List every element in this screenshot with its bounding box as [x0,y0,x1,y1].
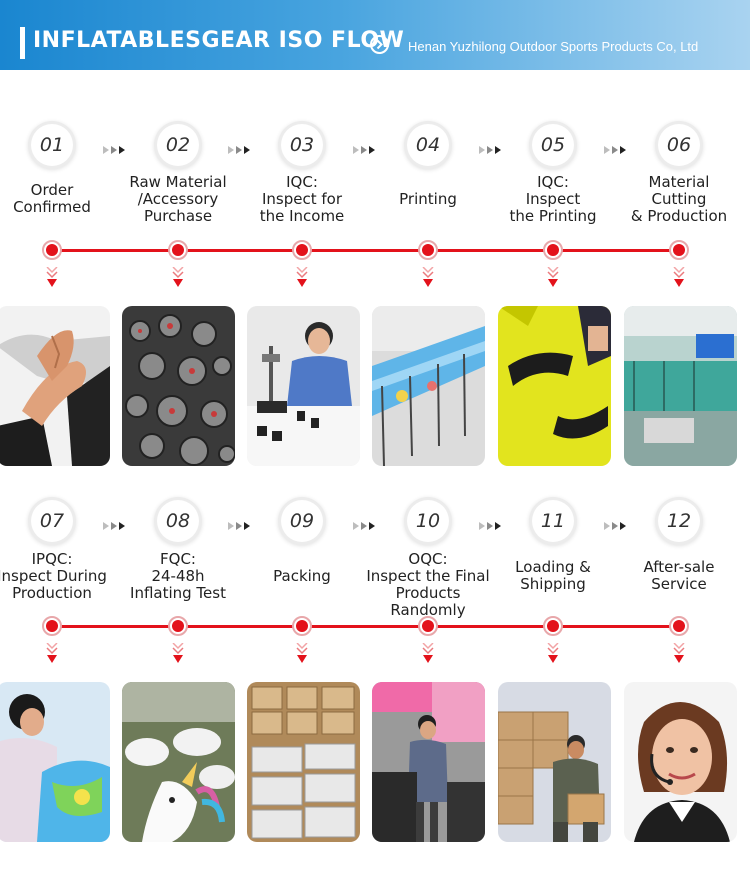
triple-arrow-icon [604,140,630,154]
step-photo-inspection [247,306,360,466]
step-number-badge: 06 [658,124,700,166]
triple-arrow-icon [228,140,254,154]
timeline-dot [292,240,312,260]
step-label: Order Confirmed [13,181,91,216]
arrow-down-icon [296,266,308,289]
triple-arrow-icon [353,516,379,530]
step-label: Loading & Shipping [515,558,591,593]
step-label: Printing [399,189,457,208]
triple-arrow-icon [478,516,505,530]
arrow-down-icon [46,266,58,289]
timeline-dot [42,616,62,636]
timeline-dot [42,240,62,260]
step-number-badge: 09 [281,500,323,542]
company-name: Henan Yuzhilong Outdoor Sports Products … [408,39,699,54]
step-label: IQC: Inspect the Printing [509,172,597,225]
step-label: FQC: 24-48h Inflating Test [130,549,226,602]
arrow-down-icon [172,642,184,665]
arrow-down-icon [172,266,184,289]
timeline-line-row2 [52,625,679,628]
step-label: OQC: Inspect the Final Products Randomly [366,549,490,619]
step-number-badge: 01 [31,124,73,166]
step-number-badge: 08 [157,500,199,542]
step-label: Material Cutting & Production [630,172,728,225]
timeline-dot [418,616,438,636]
timeline-dot [292,616,312,636]
step-photo-printing [372,306,485,466]
step-label: After-sale Service [643,558,715,593]
timeline-dot [543,240,563,260]
step-label: IQC: Inspect for the Income [259,172,345,225]
step-label: Packing [273,566,331,585]
arrow-down-icon [46,642,58,665]
arrow-down-icon [547,642,559,665]
timeline-line-row1 [52,249,679,252]
step-photo-loading [498,682,611,842]
timeline-dot [168,240,188,260]
step-number-badge: 07 [31,500,73,542]
step-number-badge: 10 [407,500,449,542]
triple-arrow-icon [103,516,129,530]
triple-arrow-icon [353,140,379,154]
step-photo-factory [624,306,737,466]
timeline-dot [669,616,689,636]
step-photo-handshake [0,306,110,466]
timeline-dot [418,240,438,260]
page-title: INFLATABLESGEAR ISO FLOW [33,28,405,53]
step-number-badge: 11 [532,500,574,542]
step-number-badge: 12 [658,500,700,542]
step-photo-warehouse [372,682,485,842]
triple-arrow-icon [604,516,630,530]
triple-arrow-icon [228,516,254,530]
arrow-down-icon [673,266,685,289]
step-number-badge: 04 [407,124,449,166]
step-photo-boxes [247,682,360,842]
arrow-down-icon [422,642,434,665]
step-photo-worker [0,682,110,842]
step-label: IPQC: Inspect During Production [0,549,107,602]
arrow-down-icon [422,266,434,289]
step-photo-yellow-print [498,306,611,466]
timeline-dot [168,616,188,636]
timeline-dot [669,240,689,260]
step-photo-unicorns [122,682,235,842]
triple-arrow-icon [103,140,129,154]
step-number-badge: 03 [281,124,323,166]
header-banner: INFLATABLESGEAR ISO FLOW Henan Yuzhilong… [0,0,750,70]
arrow-down-icon [673,642,685,665]
arrow-down-icon [547,266,559,289]
step-label: Raw Material /Accessory Purchase [129,172,227,225]
step-photo-valves [122,306,235,466]
timeline-dot [543,616,563,636]
step-number-badge: 02 [157,124,199,166]
chevron-right-icon[interactable] [370,35,389,54]
step-photo-service [624,682,737,842]
step-number-badge: 05 [532,124,574,166]
triple-arrow-icon [478,140,505,154]
arrow-down-icon [296,642,308,665]
header-accent-bar [20,27,25,59]
